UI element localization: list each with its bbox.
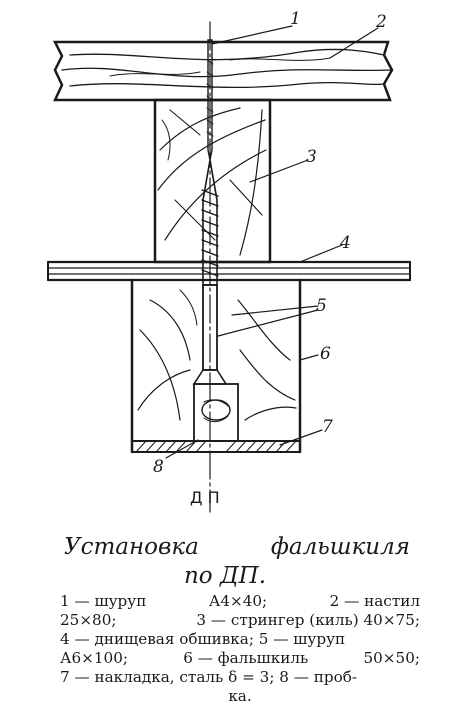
callout-1: 1 (290, 9, 301, 29)
legend-text: 3 — стрингер (киль) 40×75; (196, 611, 420, 629)
legend-line: ка. (60, 687, 420, 706)
plug (193, 383, 239, 442)
legend-text: А6×100; (60, 649, 128, 667)
figure-legend: 1 — шуруп А4×40; 2 — настил 25×80; 3 — с… (60, 592, 420, 706)
caption-title-line2: по ДП. (183, 563, 267, 589)
legend-text: А4×40; (208, 592, 268, 610)
callout-2: 2 (375, 12, 387, 32)
caption-title-word1: Установка (64, 534, 199, 560)
figure-caption: Установка фальшкиля по ДП. (0, 533, 450, 591)
legend-text: ка. (228, 687, 252, 705)
callout-3: 3 (306, 147, 317, 167)
caption-title-word2: фальшкиля (270, 534, 410, 560)
legend-text: 50×50; (363, 649, 420, 667)
callout-8: 8 (153, 457, 164, 477)
legend-line: 1 — шуруп А4×40; 2 — настил (60, 592, 420, 611)
legend-line: 25×80; 3 — стрингер (киль) 40×75; (60, 611, 420, 630)
legend-text: 4 — днищевая обшивка; 5 — шуруп (60, 630, 346, 648)
centerline-label: Д П (190, 488, 220, 507)
callout-5: 5 (316, 296, 327, 316)
legend-line: 7 — накладка, сталь δ = 3; 8 — проб- (60, 668, 420, 687)
legend-line: А6×100; 6 — фальшкиль 50×50; (60, 649, 420, 668)
leader-lines (165, 25, 379, 459)
keel-diagram: 1 2 3 4 5 6 7 8 Д П (46, 9, 412, 513)
callout-4: 4 (339, 233, 351, 253)
steel-strip (131, 440, 301, 453)
legend-text: 2 — настил (329, 592, 420, 610)
bottom-planking (46, 260, 412, 282)
deck-plank (52, 40, 394, 102)
legend-text: 6 — фальшкиль (183, 649, 309, 667)
legend-line: 4 — днищевая обшивка; 5 — шуруп (60, 630, 420, 649)
legend-text: 25×80; (60, 611, 117, 629)
legend-text: 7 — накладка, сталь δ = 3; 8 — проб- (60, 668, 358, 686)
callout-7: 7 (322, 417, 333, 437)
false-keel (130, 278, 302, 454)
callout-6: 6 (320, 344, 331, 364)
legend-text: 1 — шуруп (60, 592, 147, 610)
